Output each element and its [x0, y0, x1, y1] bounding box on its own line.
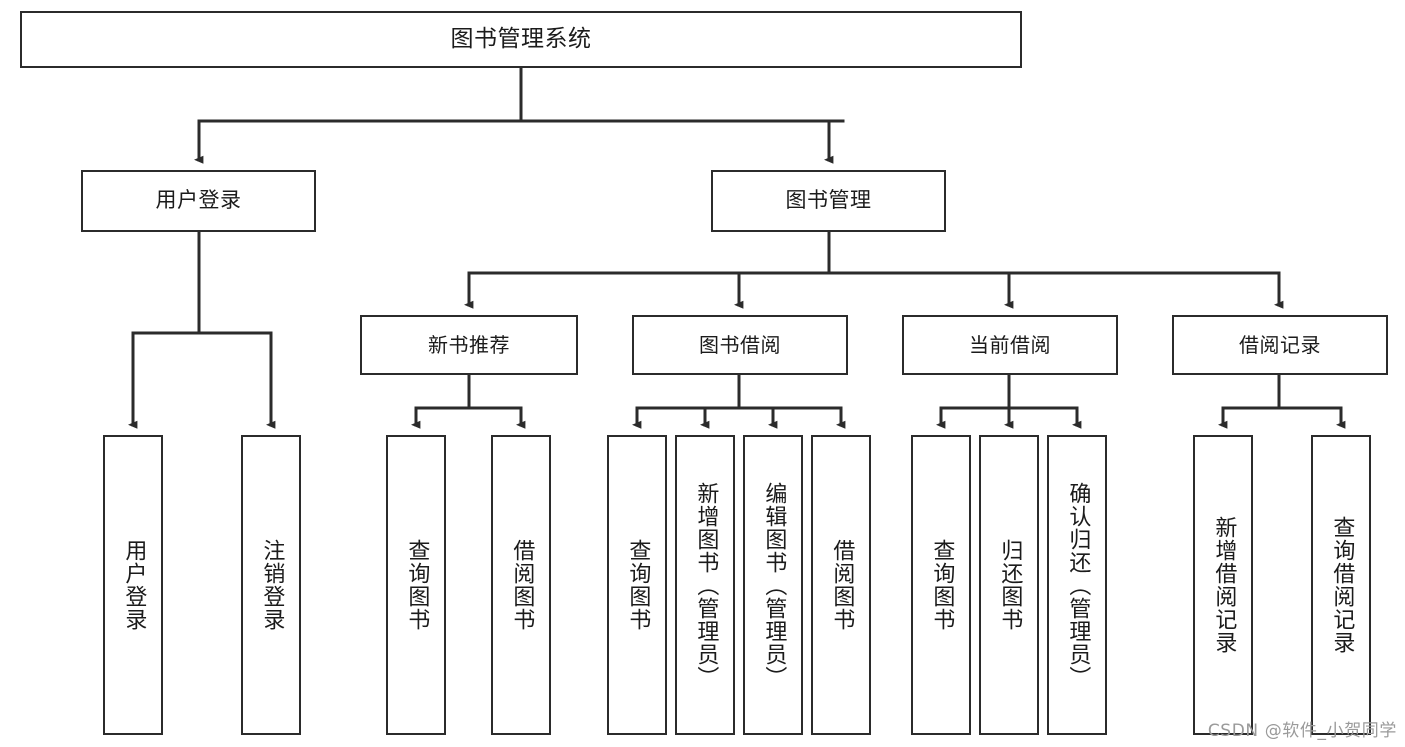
node-label: 新增图书（管理员）	[693, 481, 719, 689]
node-label: 注销登录	[259, 539, 285, 631]
node-label: 借阅记录	[1239, 332, 1321, 357]
node-label: 用户登录	[121, 539, 147, 631]
node-book-management[interactable]: 图书管理	[711, 170, 946, 232]
node-root-book-management-system[interactable]: 图书管理系统	[20, 11, 1022, 68]
node-label: 当前借阅	[969, 332, 1051, 357]
leaf-return-book[interactable]: 归还图书	[979, 435, 1039, 735]
node-label: 归还图书	[997, 539, 1023, 631]
node-book-borrow[interactable]: 图书借阅	[632, 315, 848, 375]
leaf-user-login[interactable]: 用户登录	[103, 435, 163, 735]
node-label: 确认归还（管理员）	[1065, 481, 1091, 689]
leaf-logout[interactable]: 注销登录	[241, 435, 301, 735]
node-new-book-recommend[interactable]: 新书推荐	[360, 315, 578, 375]
leaf-borrow-book-new[interactable]: 借阅图书	[491, 435, 551, 735]
node-current-borrow[interactable]: 当前借阅	[902, 315, 1118, 375]
node-label: 查询借阅记录	[1329, 516, 1355, 654]
node-label: 查询图书	[404, 539, 430, 631]
leaf-edit-book-admin[interactable]: 编辑图书（管理员）	[743, 435, 803, 735]
leaf-add-book-admin[interactable]: 新增图书（管理员）	[675, 435, 735, 735]
node-label: 新书推荐	[428, 332, 510, 357]
node-label: 用户登录	[155, 188, 242, 213]
node-label: 图书管理	[785, 188, 872, 213]
leaf-add-borrow-record[interactable]: 新增借阅记录	[1193, 435, 1253, 735]
node-label: 编辑图书（管理员）	[761, 481, 787, 689]
node-user-login[interactable]: 用户登录	[81, 170, 316, 232]
node-borrow-record[interactable]: 借阅记录	[1172, 315, 1388, 375]
leaf-query-book-new[interactable]: 查询图书	[386, 435, 446, 735]
node-label: 新增借阅记录	[1211, 516, 1237, 654]
node-label: 图书借阅	[699, 332, 781, 357]
leaf-query-book-borrow[interactable]: 查询图书	[607, 435, 667, 735]
leaf-query-borrow-record[interactable]: 查询借阅记录	[1311, 435, 1371, 735]
node-label: 查询图书	[929, 539, 955, 631]
leaf-query-book-current[interactable]: 查询图书	[911, 435, 971, 735]
leaf-borrow-book[interactable]: 借阅图书	[811, 435, 871, 735]
node-label: 图书管理系统	[450, 25, 592, 52]
node-label: 查询图书	[625, 539, 651, 631]
leaf-confirm-return-admin[interactable]: 确认归还（管理员）	[1047, 435, 1107, 735]
node-label: 借阅图书	[509, 539, 535, 631]
node-label: 借阅图书	[829, 539, 855, 631]
watermark: CSDN @软件_小贺同学	[1207, 721, 1397, 741]
